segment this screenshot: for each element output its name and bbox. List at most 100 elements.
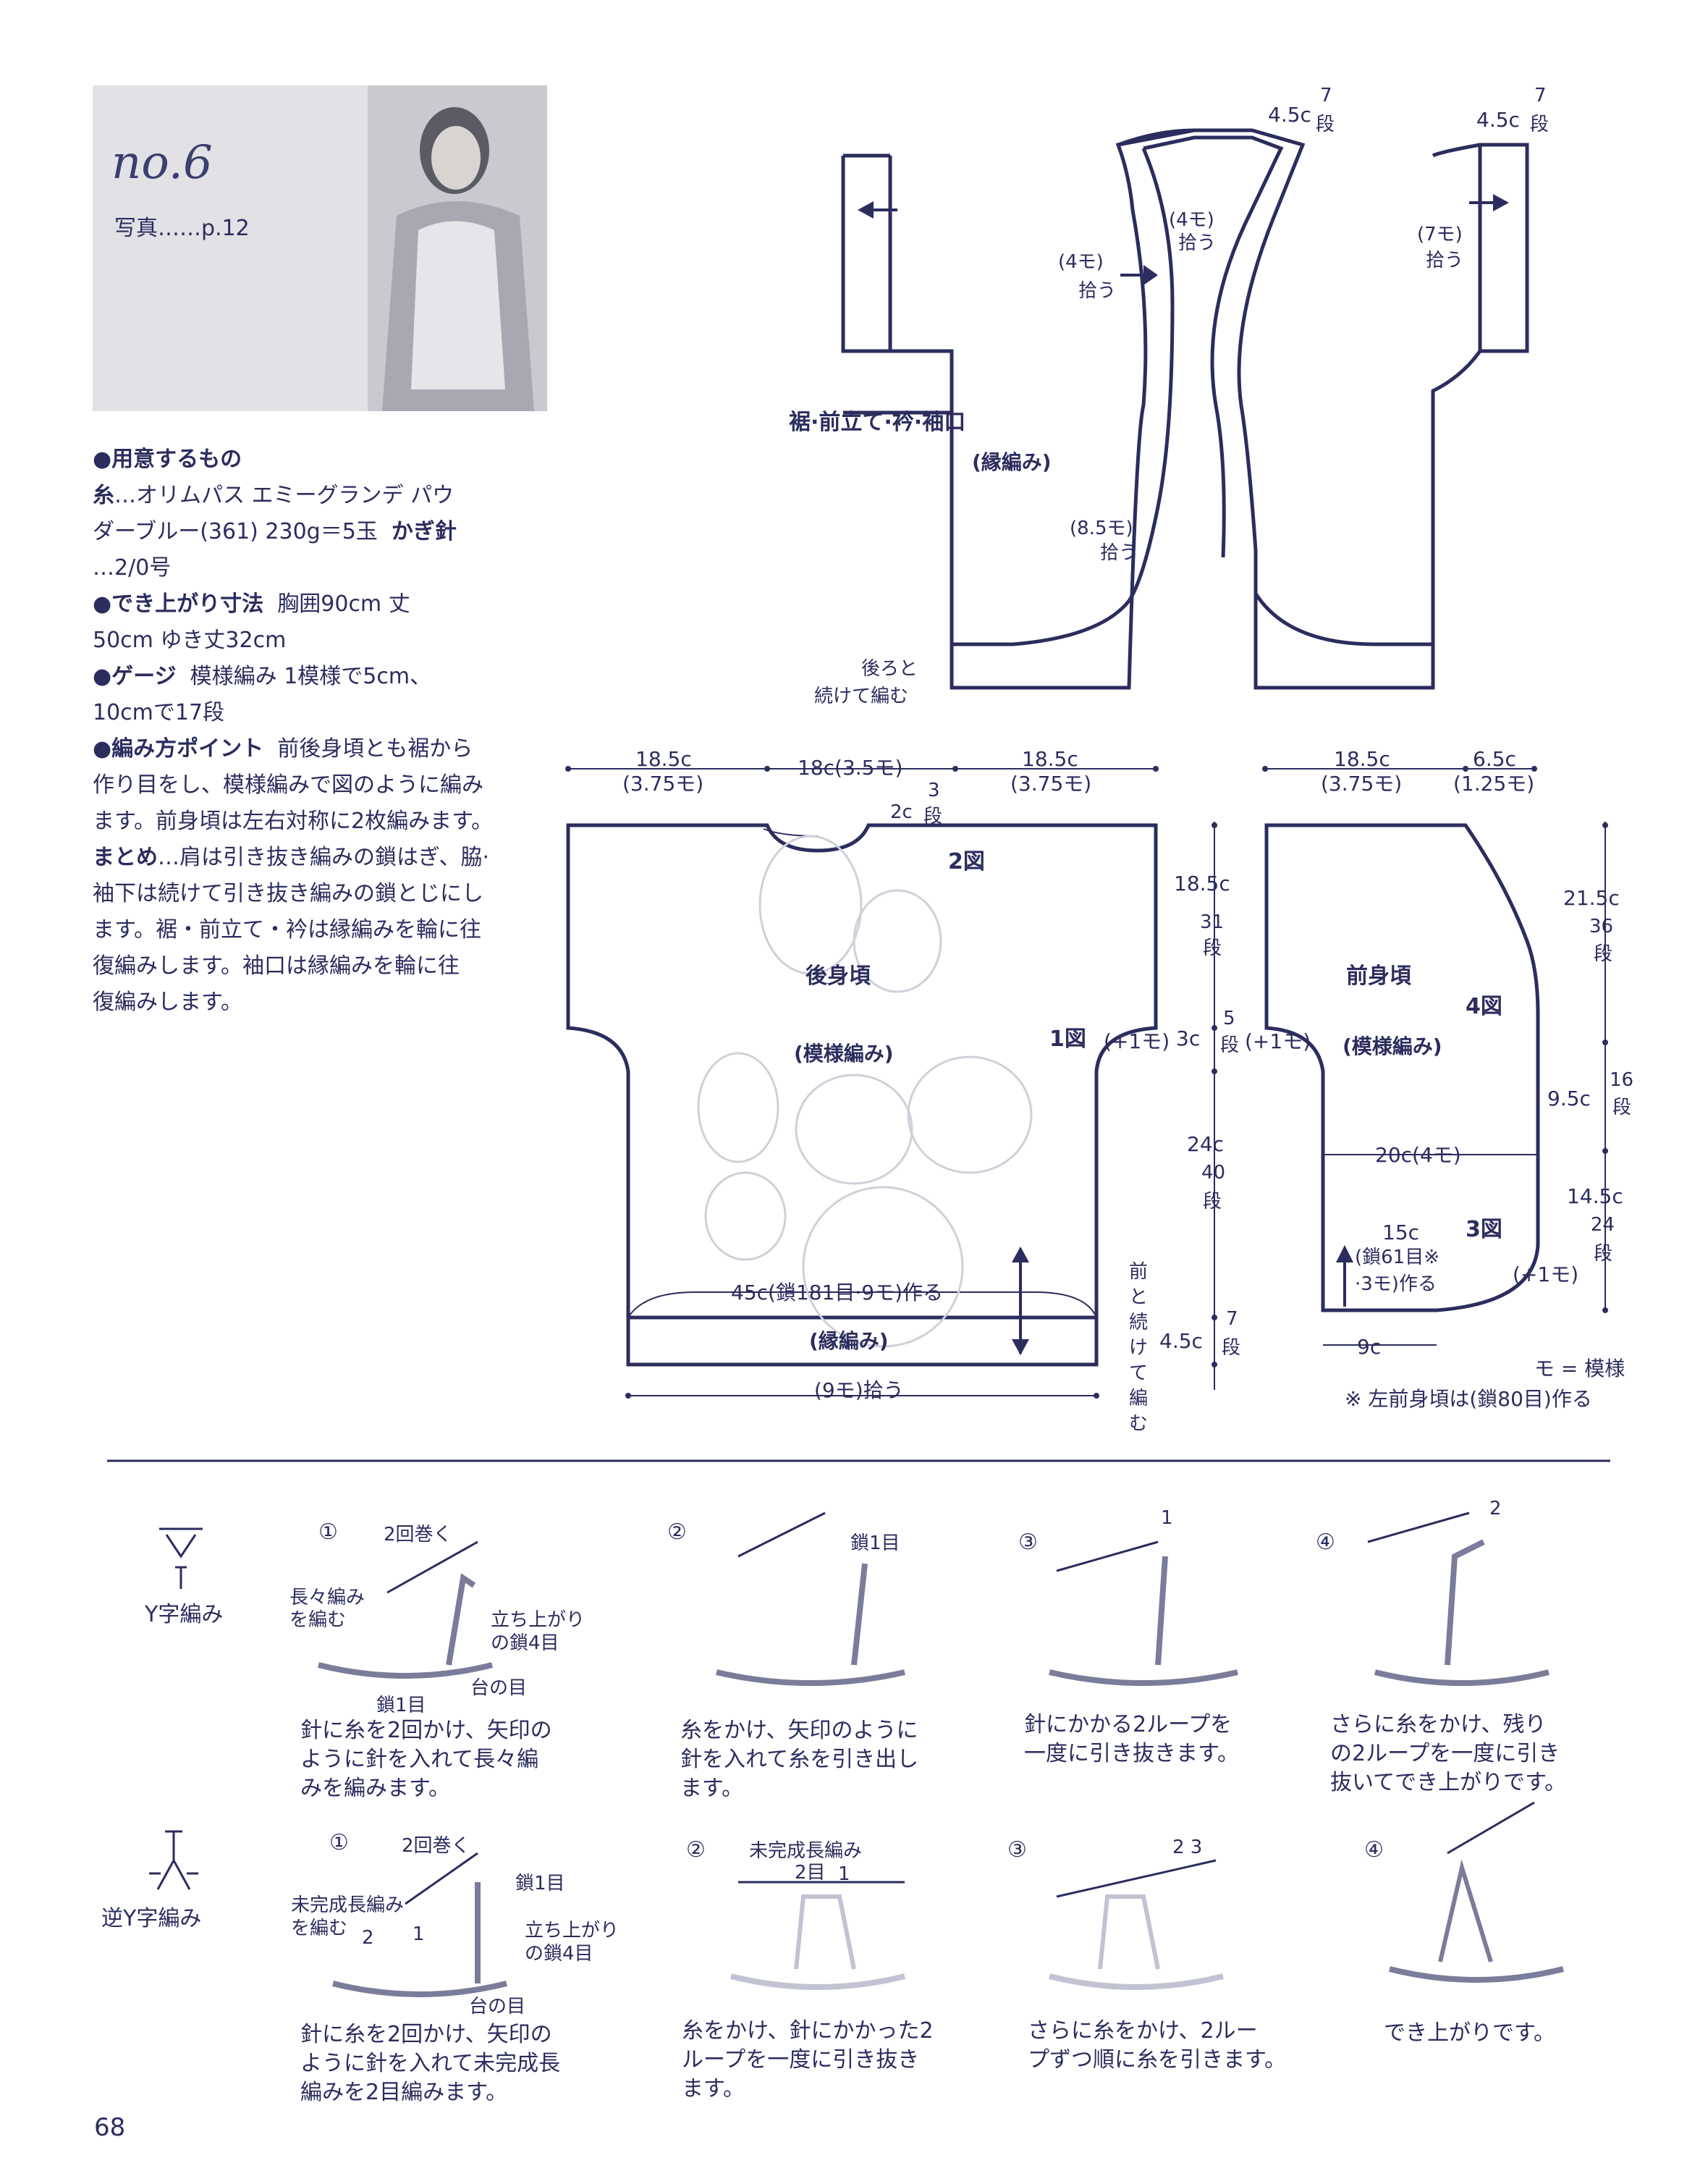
svg-text:続: 続 xyxy=(1129,1312,1148,1333)
point-heading: ●編み方ポイント xyxy=(93,736,264,762)
back-neck-rows: 3 xyxy=(928,780,940,801)
inv-y-stitch-label: 逆Y字編み xyxy=(101,1906,201,1931)
back-neck-depth: 2c xyxy=(890,801,913,823)
y-s3-num: ③ xyxy=(1018,1530,1038,1555)
front-dim-top-mo: (3.75モ) xyxy=(1321,772,1402,796)
y-s4-mark: 2 xyxy=(1489,1498,1502,1519)
pick-a: 拾う xyxy=(1178,232,1216,254)
inv-s1-t2: ように針を入れて未完成長 xyxy=(300,2051,560,2076)
y-s1-base: 台の目 xyxy=(470,1677,527,1699)
y-s3-t1: 針にかかる2ループを xyxy=(1024,1712,1232,1737)
finish-text-3: ます。裾・前立て・衿は縁編みを輪に往 xyxy=(93,917,481,943)
finish-text-2: 袖下は続けて引き抜き編みの鎖とじにし xyxy=(93,881,483,906)
y-s1-num: ① xyxy=(318,1519,338,1545)
y-step3-illustration xyxy=(1049,1540,1238,1686)
dim-h2-rows: 5 xyxy=(1223,1008,1235,1029)
yarn-text: …オリムパス エミーグランデ パウ xyxy=(114,483,454,508)
pick-b: 拾う xyxy=(1078,280,1116,302)
dim-h3: 24c xyxy=(1187,1132,1224,1156)
finish-text-4: 復編みします。袖口は縁編みを輪に往 xyxy=(93,953,460,979)
dim-h1: 18.5c xyxy=(1174,872,1230,895)
dim-h4: 4.5c xyxy=(1159,1329,1203,1353)
materials-heading: ●用意するもの xyxy=(93,447,242,472)
svg-text:む: む xyxy=(1129,1413,1148,1435)
right-cuff-rows: 7 xyxy=(1534,85,1547,106)
svg-text:と: と xyxy=(1129,1286,1148,1308)
size-text-2: 50cm ゆき丈32cm xyxy=(93,628,287,653)
back-fig1: 1図 xyxy=(1049,1026,1086,1052)
side-continue-label: 前 と 続 け て 編 む xyxy=(1129,1261,1148,1435)
svg-text:前: 前 xyxy=(1129,1261,1148,1283)
front-r3-rows: 24 xyxy=(1591,1214,1615,1236)
model-photo xyxy=(368,85,547,411)
inv-s1-base: 台の目 xyxy=(469,1996,525,2018)
dim-plus1-mid: (+1モ) xyxy=(1245,1029,1311,1053)
inv-s1-num: ① xyxy=(329,1830,349,1855)
front-bottom-w: 9c xyxy=(1357,1335,1381,1359)
legend: モ = 模様 xyxy=(1534,1357,1625,1380)
continue-line-1: 後ろと xyxy=(861,658,918,680)
back-dim-neck: 18c(3.5モ) xyxy=(798,756,902,780)
back-neck-unit: 段 xyxy=(923,806,942,827)
front-subtitle: (模様編み) xyxy=(1343,1034,1442,1058)
inv-s1-a2: を編む xyxy=(291,1918,347,1939)
inv-s1-m2: 2 xyxy=(362,1927,374,1949)
svg-text:編: 編 xyxy=(1129,1388,1148,1409)
inv-s1-t3: 編みを2目編みます。 xyxy=(300,2080,507,2105)
yarn-text-2: ダーブルー(361) 230g＝5玉 xyxy=(93,519,378,544)
y-s2-chain: 鎖1目 xyxy=(850,1532,900,1554)
dim-h2: 3c xyxy=(1176,1026,1200,1050)
front-r3-unit: 段 xyxy=(1594,1243,1612,1265)
front-cast-2: ·3モ)作る xyxy=(1355,1273,1437,1295)
pick-4mo-a: (4モ) xyxy=(1169,209,1214,231)
front-cast-w: 15c xyxy=(1382,1220,1419,1244)
gauge-heading: ●ゲージ xyxy=(93,664,177,689)
y-s3-t2: 一度に引き抜きます。 xyxy=(1024,1741,1239,1766)
inv-s2-t3: ます。 xyxy=(682,2076,745,2101)
front-r2: 9.5c xyxy=(1547,1087,1591,1110)
point-text-3: ます。前身頃は左右対称に2枚編みます。 xyxy=(93,809,494,834)
inv-step2-illustration xyxy=(730,1881,905,1990)
front-r2-unit: 段 xyxy=(1612,1097,1631,1118)
back-dim-left-mo: (3.75モ) xyxy=(622,772,703,796)
y-s1-t2: ように針を入れて長々編 xyxy=(300,1747,538,1772)
y-s1-chain: 鎖1目 xyxy=(376,1695,426,1716)
continue-line-2: 続けて編む xyxy=(814,686,908,707)
back-pickup: (9モ)拾う xyxy=(814,1378,904,1402)
inv-step1-illustration xyxy=(332,1852,507,1997)
right-cuff-unit: 段 xyxy=(1530,114,1549,135)
back-body-outline xyxy=(566,823,1158,1367)
left-cuff-rows: 7 xyxy=(1320,85,1332,106)
size-text: 胸囲90cm 丈 xyxy=(277,591,410,617)
front-plus1: (+1モ) xyxy=(1513,1262,1578,1286)
y-s4-t3: 抜いてでき上がりです。 xyxy=(1330,1770,1566,1795)
inv-s3-mark: 2 3 xyxy=(1172,1837,1202,1858)
photo-page-ref: 写真……p.12 xyxy=(114,216,250,241)
y-step2-illustration xyxy=(716,1511,905,1686)
finish-text: …肩は引き抜き編みの鎖はぎ、脇· xyxy=(158,845,490,870)
watermark-motif xyxy=(697,835,1033,1348)
back-dim-right: 18.5c xyxy=(1022,747,1078,771)
inv-step3-illustration xyxy=(1049,1859,1224,1990)
front-cast-1: (鎖61目※ xyxy=(1355,1247,1439,1268)
y-s1-a2: を編む xyxy=(289,1609,346,1631)
edging-title: 裾·前立て·衿·袖口 xyxy=(789,410,965,435)
inv-s2-num: ② xyxy=(686,1837,706,1863)
front-r1: 21.5c xyxy=(1563,886,1620,910)
size-heading: ●でき上がり寸法 xyxy=(93,591,264,617)
front-fig4: 4図 xyxy=(1466,994,1502,1019)
inv-s3-t2: プずつ順に糸を引きます。 xyxy=(1028,2047,1286,2073)
y-s4-t2: の2ループを一度に引き xyxy=(1330,1741,1560,1766)
back-dim-right-mo: (3.75モ) xyxy=(1010,772,1091,796)
dim-h3-unit: 段 xyxy=(1203,1191,1222,1213)
pick-d: 拾う xyxy=(1100,542,1138,564)
page-number: 68 xyxy=(94,2113,125,2142)
y-s2-t1: 糸をかけ、矢印のように xyxy=(680,1718,918,1743)
y-s2-t3: ます。 xyxy=(680,1776,743,1801)
inv-s1-a1: 未完成長編み xyxy=(291,1894,404,1916)
inv-s1-b1: 立ち上がり xyxy=(525,1920,619,1941)
finish-label: まとめ xyxy=(93,845,158,870)
right-cuff-width: 4.5c xyxy=(1476,108,1520,132)
back-dim-left: 18.5c xyxy=(635,747,692,771)
